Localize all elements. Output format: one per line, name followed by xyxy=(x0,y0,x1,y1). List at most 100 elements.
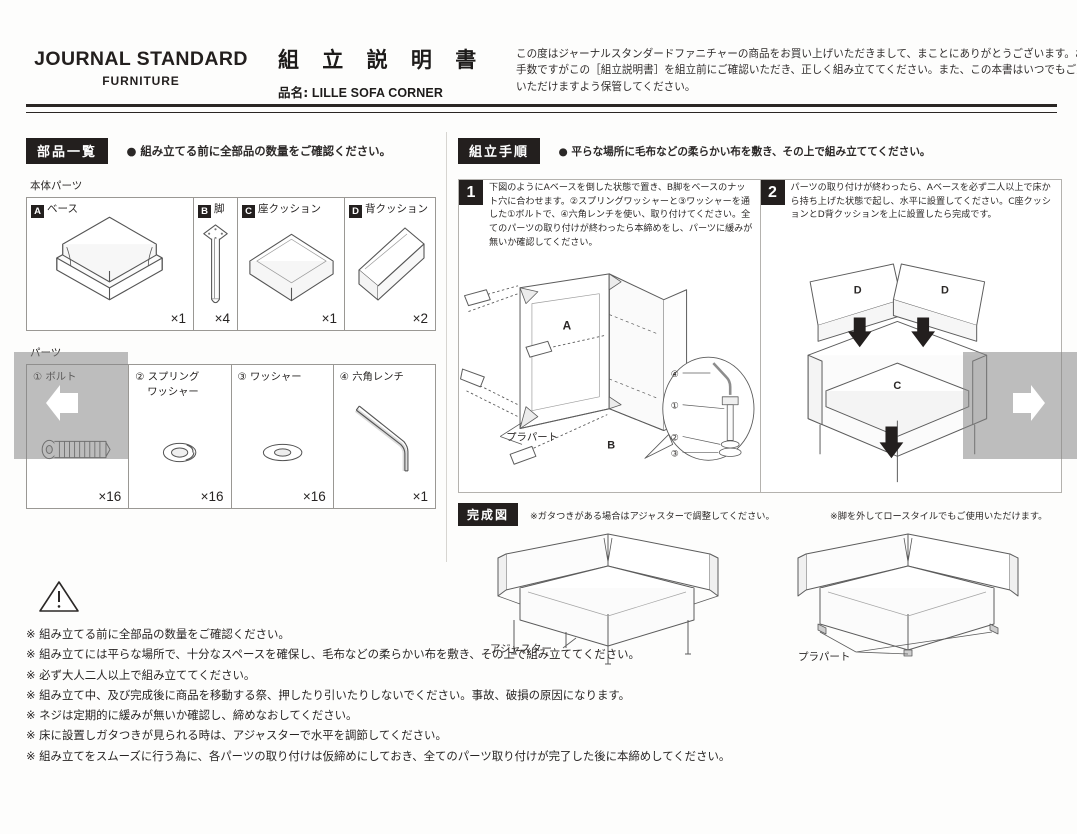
previous-page-button[interactable] xyxy=(14,352,128,459)
step-1-diagram: A B プラパート ④ ① xyxy=(459,260,760,490)
final-notes: ※ガタつきがある場合はアジャスターで調整してください。 ※脚を外してロースタイル… xyxy=(530,508,1062,522)
final-label-plapart: プラパート xyxy=(798,651,850,663)
step-2-label-c: C xyxy=(893,380,901,392)
final-diagram: アジャスター xyxy=(458,528,1062,668)
spring-washer-icon xyxy=(129,423,230,480)
final-diagram-section: 完成図 ※ガタつきがある場合はアジャスターで調整してください。 ※脚を外してロー… xyxy=(458,503,1062,668)
final-label-adjuster: アジャスター xyxy=(490,643,552,655)
detail-num-4: ④ xyxy=(671,370,679,380)
parts-section-header: 部品一覧 ● 組み立てる前に全部品の数量をご確認ください。 xyxy=(26,138,436,164)
brand-name: JOURNAL STANDARD xyxy=(34,48,248,70)
part-name-back-cushion: 背クッション xyxy=(365,203,428,215)
arrow-right-icon xyxy=(993,381,1047,430)
procedure-steps: 1 下図のようにAベースを倒した状態で置き、B脚をベースのナット穴に合わせます。… xyxy=(458,179,1062,493)
part-header-hex-wrench: ④ 六角レンチ xyxy=(340,370,404,385)
part-qty-spring-washer: ×16 xyxy=(200,489,224,504)
header-divider xyxy=(26,104,1057,113)
step-1-label-a: A xyxy=(563,318,572,332)
column-divider xyxy=(446,132,447,562)
final-section-badge: 完成図 xyxy=(458,503,519,526)
model-line: 品名: LILLE SOFA CORNER xyxy=(278,82,503,101)
arrow-left-icon xyxy=(44,381,98,430)
step-1-text: 下図のようにAベースを倒した状態で置き、B脚をベースのナット穴に合わせます。②ス… xyxy=(489,183,753,248)
step-2-label-d1: D xyxy=(853,285,861,297)
hex-wrench-icon xyxy=(334,399,435,482)
final-section-header: 完成図 ※ガタつきがある場合はアジャスターで調整してください。 ※脚を外してロー… xyxy=(458,503,1062,526)
part-qty-seat-cushion: ×1 xyxy=(321,311,337,326)
step-1-label-b: B xyxy=(607,439,615,451)
part-name-leg: 脚 xyxy=(214,203,225,215)
part-qty-bolt: ×16 xyxy=(98,489,122,504)
part-qty-back-cushion: ×2 xyxy=(412,311,428,326)
model-name: LILLE SOFA CORNER xyxy=(311,86,443,100)
washer-icon xyxy=(232,423,333,480)
procedure-section-badge: 組立手順 xyxy=(458,138,541,164)
part-qty-washer: ×16 xyxy=(302,489,326,504)
part-header-washer: ③ ワッシャー xyxy=(238,370,302,385)
warning-item: ※ 必ず大人二人以上で組み立ててください。 xyxy=(26,667,256,682)
final-note-right: ※脚を外してロースタイルでもご使用いただけます。 xyxy=(830,510,1048,522)
detail-num-2: ② xyxy=(671,433,679,443)
back-cushion-icon xyxy=(345,214,435,314)
detail-num-1: ① xyxy=(671,402,679,412)
next-page-button[interactable] xyxy=(963,352,1077,459)
part-num-4: ④ xyxy=(339,371,349,383)
step-1: 1 下図のようにAベースを倒した状態で置き、B脚をベースのナット穴に合わせます。… xyxy=(459,180,761,492)
part-num-3: ③ xyxy=(237,371,247,383)
warning-item: ※ 組み立てをスムーズに行う為に、各パーツの取り付けは仮締めにしておき、全てのパ… xyxy=(26,748,731,763)
step-1-number: 1 xyxy=(459,180,483,205)
warning-item: ※ 床に設置しガタつきが見られる時は、アジャスターで水平を調節してください。 xyxy=(26,728,447,743)
page-title: 組 立 説 明 書 xyxy=(278,48,485,72)
warnings-section: ※ 組み立てる前に全部品の数量をご確認ください。 ※ 組み立てには平らな場所で、… xyxy=(26,578,786,766)
body-parts-label: 本体パーツ xyxy=(30,180,83,192)
part-tag-b: B xyxy=(198,205,211,218)
final-note-left: ※ガタつきがある場合はアジャスターで調整してください。 xyxy=(530,510,775,522)
leg-icon xyxy=(194,214,237,314)
part-name-spring-washer: スプリング xyxy=(147,371,200,383)
warning-item: ※ ネジは定期的に緩みが無いか確認し、締めなおしてください。 xyxy=(26,708,358,723)
part-tag-d: D xyxy=(349,205,362,218)
greeting-text: この度はジャーナルスタンダードファニチャーの商品をお買い上げいただきまして、まこ… xyxy=(516,48,1077,93)
procedure-section-note: ● 平らな場所に毛布などの柔らかい布を敷き、その上で組み立ててください。 xyxy=(558,145,931,158)
part-cell-washer: ③ ワッシャー ×16 xyxy=(232,365,334,508)
base-icon xyxy=(27,214,193,314)
part-qty-hex-wrench: ×1 xyxy=(412,489,428,504)
step-2-text: パーツの取り付けが終わったら、Aベースを必ず二人以上で床から持ち上げた状態で起し… xyxy=(790,183,1051,221)
warning-item: ※ 組み立てには平らな場所で、十分なスペースを確保し、毛布などの柔らかい布を敷き… xyxy=(26,647,640,662)
parts-section-note: ● 組み立てる前に全部品の数量をご確認ください。 xyxy=(126,144,391,158)
step-2-diagram: D D C xyxy=(761,260,1062,490)
brand-logo: JOURNAL STANDARD FURNITURE xyxy=(26,48,256,88)
model-label: 品名: xyxy=(278,85,309,100)
step-1-label-plapart: プラパート xyxy=(506,431,558,443)
step-2: 2 パーツの取り付けが終わったら、Aベースを必ず二人以上で床から持ち上げた状態で… xyxy=(760,180,1062,492)
part-qty-base: ×1 xyxy=(170,311,186,326)
part-cell-spring-washer: ② スプリング ワッシャー ×16 xyxy=(129,365,232,508)
part-tag-c: C xyxy=(242,205,255,218)
parts-section-badge: 部品一覧 xyxy=(26,138,109,164)
seat-cushion-icon xyxy=(238,214,344,314)
detail-num-3: ③ xyxy=(671,449,679,459)
warning-item: ※ 組み立てる前に全部品の数量をご確認ください。 xyxy=(26,627,290,641)
document-title-block: 組 立 説 明 書 品名: LILLE SOFA CORNER xyxy=(278,44,503,101)
procedure-section: 組立手順 ● 平らな場所に毛布などの柔らかい布を敷き、その上で組み立ててください… xyxy=(458,138,1062,668)
part-name-washer: ワッシャー xyxy=(250,371,302,383)
procedure-section-header: 組立手順 ● 平らな場所に毛布などの柔らかい布を敷き、その上で組み立ててください… xyxy=(458,138,1062,164)
part-name-seat-cushion: 座クッション xyxy=(258,203,321,215)
warning-triangle-icon xyxy=(36,578,82,614)
part-num-2: ② xyxy=(135,371,145,383)
part-name-hex-wrench: 六角レンチ xyxy=(352,371,404,383)
part-header-spring-washer: ② スプリング ワッシャー xyxy=(135,370,199,400)
document-header: JOURNAL STANDARD FURNITURE 組 立 説 明 書 品名:… xyxy=(26,44,1077,106)
part-tag-a: A xyxy=(31,205,44,218)
step-2-label-d2: D xyxy=(940,285,948,297)
step-2-number: 2 xyxy=(760,180,785,205)
part-name-base: ベース xyxy=(47,203,78,215)
